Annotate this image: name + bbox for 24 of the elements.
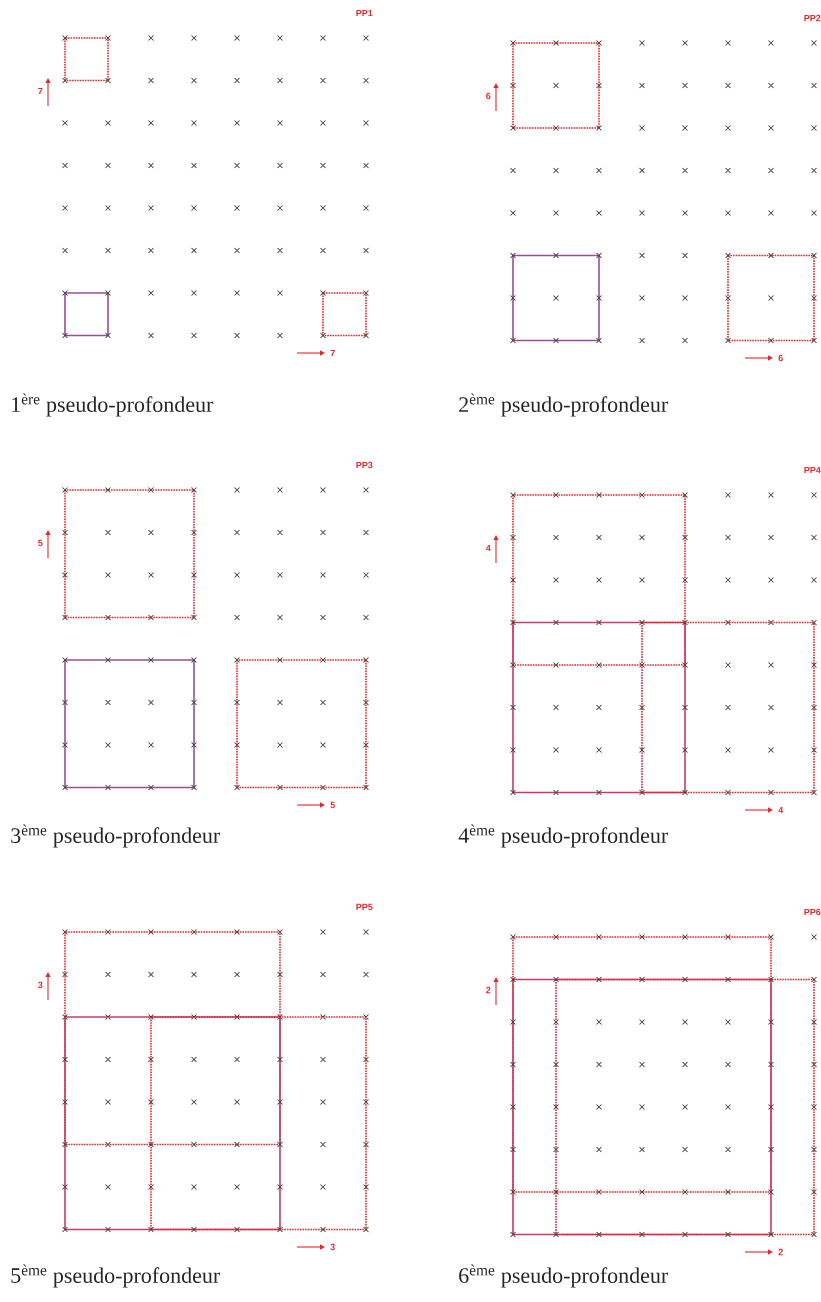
panel-caption: 2$^{ème}$ pseudo-profondeur (459, 393, 669, 417)
shift-number: 3 (330, 1243, 335, 1251)
panel-label: PP5 (356, 903, 373, 911)
shift-number: 3 (38, 981, 43, 989)
shift-number: 4 (778, 806, 784, 814)
shift-number: 2 (486, 986, 491, 994)
panel-label: PP1 (356, 9, 373, 17)
panel-caption: 1$^{ère}$ pseudo-profondeur (12, 393, 214, 417)
panel-label: PP6 (804, 908, 821, 916)
shift-number: 7 (330, 349, 335, 357)
shift-number: 6 (778, 354, 783, 362)
panel-label: PP3 (356, 461, 373, 469)
panel-caption: 5$^{ème}$ pseudo-profondeur (11, 1264, 221, 1288)
shift-number: 5 (38, 539, 43, 547)
shift-number: 7 (38, 87, 43, 95)
shift-number: 2 (778, 1248, 783, 1256)
shift-number: 4 (485, 544, 491, 552)
panel-label: PP4 (804, 466, 821, 474)
panel-caption: 6$^{ème}$ pseudo-profondeur (459, 1264, 669, 1288)
panel-caption: 4$^{ème}$ pseudo-profondeur (458, 824, 669, 848)
shift-number: 6 (486, 92, 491, 100)
shift-number: 5 (330, 801, 335, 809)
panel-caption: 3$^{ème}$ pseudo-profondeur (11, 824, 221, 848)
panel-label: PP2 (804, 14, 821, 22)
